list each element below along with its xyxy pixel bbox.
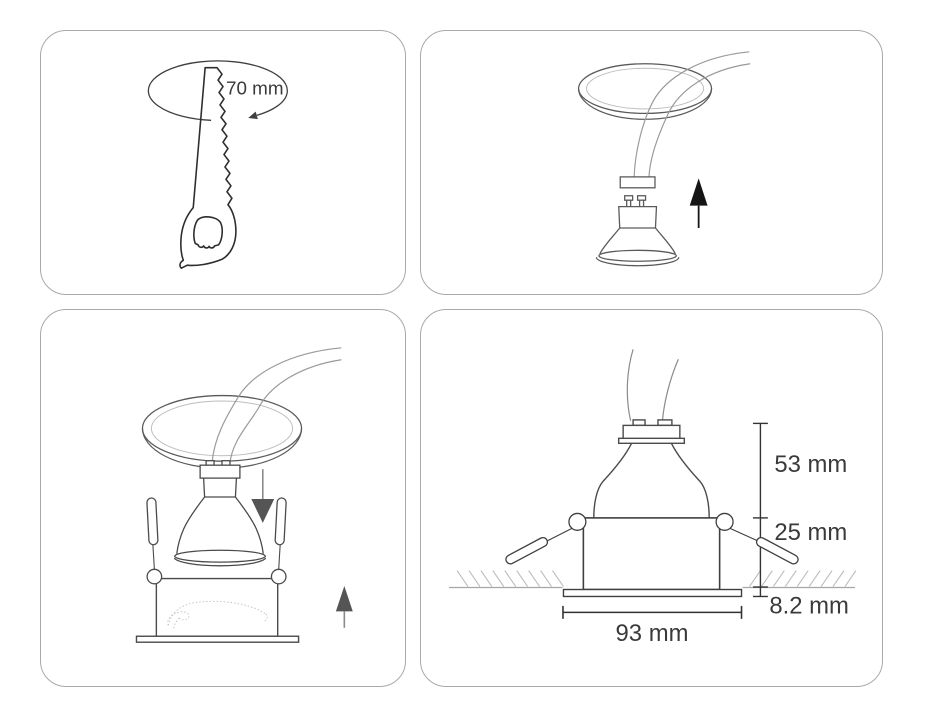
overall-width-label: 93 mm — [616, 620, 689, 647]
trim-flange — [562, 588, 743, 598]
panel-cut-hole: 70 mm — [40, 30, 406, 295]
trim-flange — [135, 635, 300, 643]
fixture-housing — [135, 577, 300, 643]
spring-clips — [146, 497, 287, 585]
clip-lever-left — [505, 536, 549, 565]
ceiling-disc — [577, 63, 713, 120]
dimension-drawing: 53 mm 25 mm 8.2 mm 93 mm — [449, 349, 857, 647]
lamp-pin-right-stem — [638, 199, 645, 208]
recess-depth-label: 25 mm — [774, 519, 847, 546]
panel-mount-fixture — [40, 309, 406, 687]
connector-and-lamp — [173, 460, 267, 567]
clip-ring-left — [146, 568, 163, 585]
lamp-pin-left — [632, 419, 646, 427]
spring-clips — [505, 512, 799, 565]
clip-ring-right — [270, 568, 287, 585]
lamp-pin-right — [221, 460, 231, 466]
saw-handle-hole — [193, 216, 224, 249]
up-arrow-icon — [689, 178, 708, 229]
gu10-lamp — [595, 195, 680, 267]
connector-block — [199, 464, 241, 479]
width-dimension-line — [562, 605, 743, 619]
saw-blade-and-handle — [179, 66, 237, 269]
lamp-pin-left-stem — [626, 199, 632, 208]
lamp-neck — [202, 477, 238, 498]
housing-can — [155, 577, 279, 637]
clip-ring-left — [568, 512, 587, 531]
lamp-pin-right — [636, 195, 647, 201]
up-arrow-icon — [335, 586, 353, 628]
lamp-cap — [617, 437, 686, 444]
housing-can — [582, 517, 721, 591]
rotation-arrowhead-icon — [248, 111, 258, 120]
lamp-face — [598, 249, 677, 262]
clip-lever-right — [274, 497, 287, 546]
spring-wire-hint — [167, 600, 268, 630]
lamp-rim — [173, 557, 267, 567]
lamp-and-housing — [562, 419, 743, 598]
cut-hole-drawing: 70 mm — [147, 60, 288, 269]
panel-dimensions: 53 mm 25 mm 8.2 mm 93 mm — [420, 309, 883, 687]
flange-height-label: 8.2 mm — [769, 592, 849, 619]
dimension-labels: 53 mm 25 mm 8.2 mm 93 mm — [616, 451, 849, 647]
lamp-pin-left — [624, 195, 634, 201]
clip-ring-right — [715, 512, 734, 531]
lamp-pin-right — [657, 419, 673, 427]
down-arrow-icon — [251, 469, 275, 523]
vertical-dimension-line — [752, 422, 768, 598]
lamp-rim — [595, 257, 680, 267]
saw-icon — [179, 66, 237, 269]
hole-ellipse-with-rotation-arrow — [147, 60, 288, 121]
mount-fixture-drawing — [135, 347, 353, 643]
clip-lever-right — [755, 536, 799, 565]
ceiling-disc — [141, 394, 303, 469]
hole-diameter-label: 70 mm — [226, 78, 284, 99]
clip-lever-left — [146, 497, 159, 546]
rotation-cut-arrow-icon — [147, 60, 288, 121]
hatch-left — [456, 570, 564, 587]
connect-lamp-drawing — [577, 51, 751, 267]
lamp-face — [174, 549, 266, 563]
supply-cables — [211, 347, 342, 464]
lamp-body-right — [670, 442, 710, 518]
supply-cables — [626, 349, 679, 422]
above-ceiling-label: 53 mm — [774, 451, 847, 478]
lamp-pin-left — [205, 460, 215, 466]
panel-connect-lamp — [420, 30, 883, 295]
lamp-neck — [618, 206, 658, 229]
lamp-body-left — [593, 442, 633, 518]
connector-block — [619, 176, 656, 189]
supply-cables — [633, 51, 751, 177]
hatch-right — [749, 570, 857, 587]
